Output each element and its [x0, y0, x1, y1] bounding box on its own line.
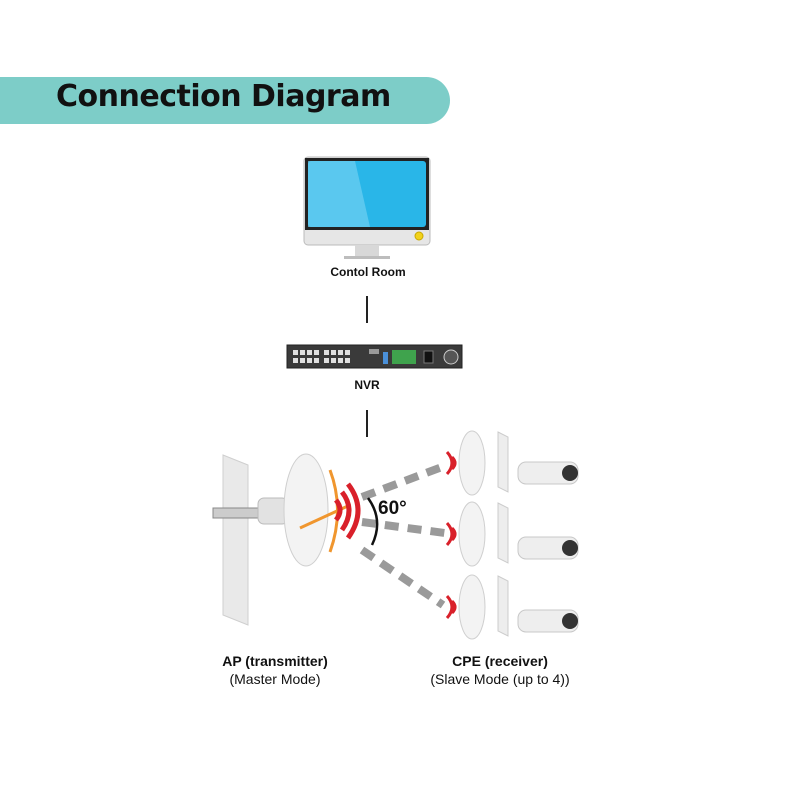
beam-line-middle: [361, 518, 446, 537]
ap-title: AP (transmitter): [222, 653, 328, 669]
angle-arc: [366, 497, 379, 546]
monitor-icon: [303, 156, 431, 259]
control-room-label: Contol Room: [330, 265, 406, 279]
beam-line-top: [360, 463, 444, 501]
beam-line-bottom: [359, 546, 446, 609]
cpe-subtitle: (Slave Mode (up to 4)): [430, 671, 570, 687]
cpe-unit: [445, 430, 579, 496]
cpe-unit: [445, 501, 579, 567]
angle-label: 60°: [378, 498, 407, 519]
ap-subtitle: (Master Mode): [229, 671, 321, 687]
nvr-recorder-icon: [286, 344, 463, 369]
cpe-title: CPE (receiver): [452, 653, 548, 669]
cpe-unit: [445, 574, 579, 640]
ap-device-icon: [212, 453, 329, 626]
ap-signal-icon: [333, 482, 361, 540]
title-banner: [0, 77, 450, 124]
page-title: Connection Diagram: [56, 79, 391, 114]
nvr-label: NVR: [354, 378, 380, 392]
beam-lines: [359, 463, 446, 609]
